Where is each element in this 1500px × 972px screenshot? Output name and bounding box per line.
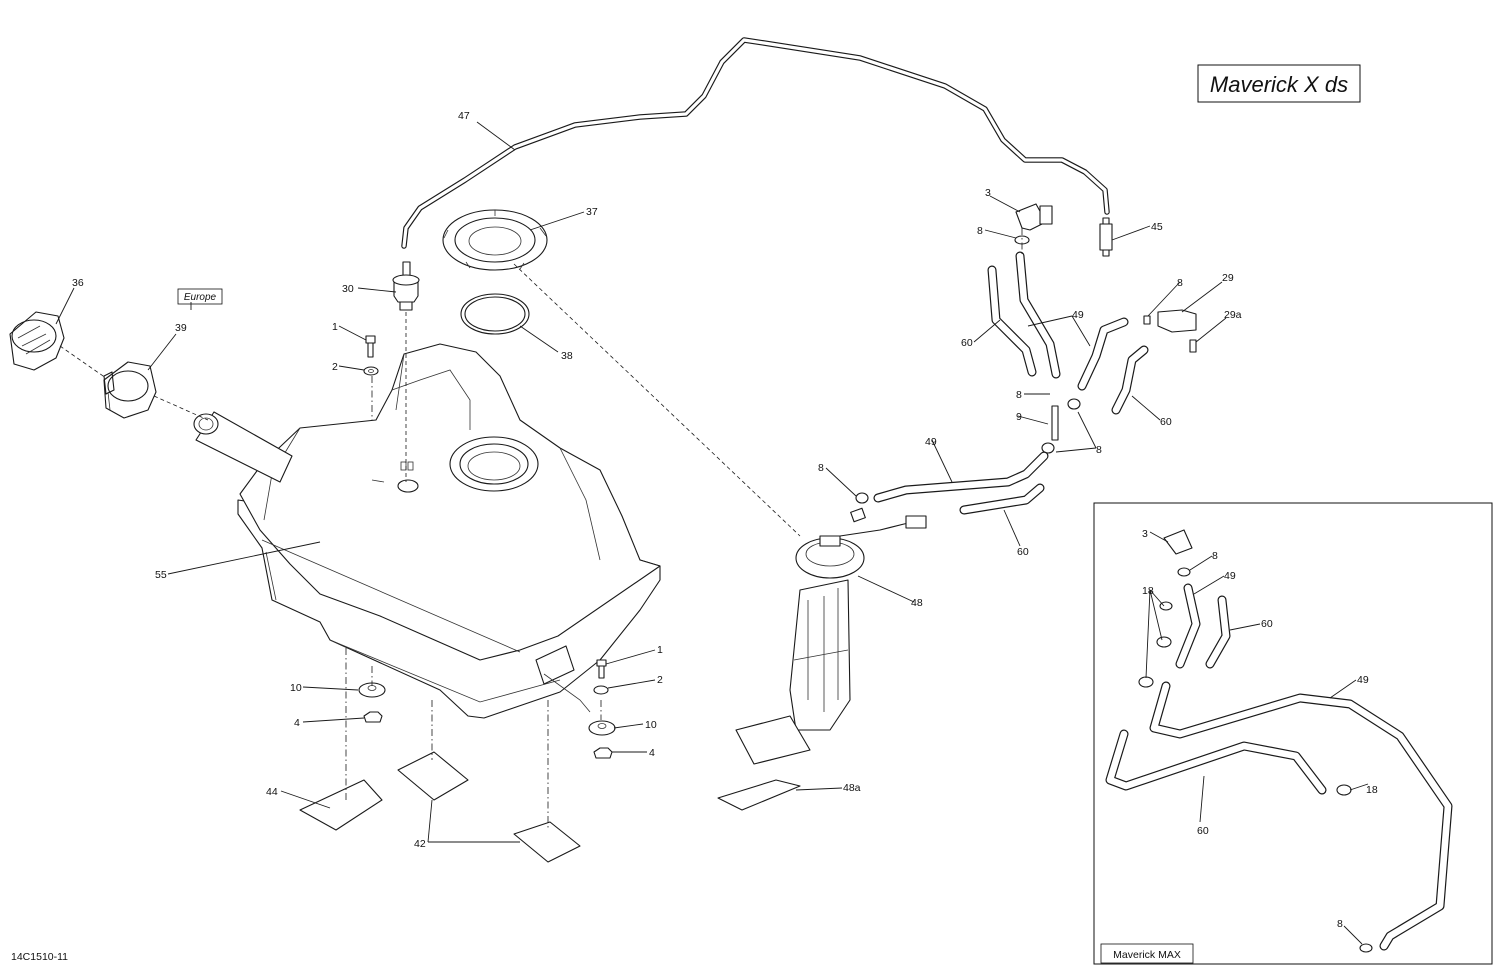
hose-49-mid <box>1077 317 1129 391</box>
pad-44 <box>299 779 383 831</box>
callout-4-right: 4 <box>649 747 655 759</box>
locking-ring-37 <box>442 209 548 271</box>
callout-9: 9 <box>1016 411 1022 423</box>
inset-callout-8-bottom: 8 <box>1337 918 1343 930</box>
callout-10-left: 10 <box>290 682 302 694</box>
callout-44: 44 <box>266 786 278 798</box>
callout-48: 48 <box>911 597 923 609</box>
inset-callout-49-long: 49 <box>1357 674 1369 686</box>
callout-45: 45 <box>1151 221 1163 233</box>
clamp-8-mid <box>1067 398 1081 410</box>
callout-1-right: 1 <box>657 644 663 656</box>
clamp-8-right <box>1143 315 1151 325</box>
inset-callout-60-long: 60 <box>1197 825 1209 837</box>
inset-clamp-18-right <box>1336 784 1352 796</box>
hose-49-top <box>1015 251 1061 379</box>
inset-elbow-3 <box>1163 529 1193 555</box>
callout-1-left: 1 <box>332 321 338 333</box>
inset-clamp-8-bottom <box>1359 943 1373 953</box>
fuel-filter-48a <box>717 779 801 811</box>
inset-callout-49-top: 49 <box>1224 570 1236 582</box>
inset-label-box: Maverick MAX <box>1100 943 1194 964</box>
callout-38: 38 <box>561 350 573 362</box>
o-ring-38 <box>460 293 530 335</box>
pad-42-upper <box>397 751 469 801</box>
check-valve-45 <box>1099 217 1113 257</box>
callout-10-right: 10 <box>645 719 657 731</box>
region-label: Europe <box>184 292 217 303</box>
fitting-29a <box>1189 339 1197 353</box>
connector-9 <box>1041 405 1059 454</box>
model-title: Maverick X ds <box>1210 72 1348 97</box>
callout-48a: 48a <box>843 782 861 794</box>
callout-55: 55 <box>155 569 167 581</box>
washer-2-right <box>593 685 609 695</box>
fuel-tank-55 <box>193 343 661 719</box>
callout-60-right: 60 <box>1160 416 1172 428</box>
callout-8-pump: 8 <box>818 462 824 474</box>
inset-callout-18-left: 18 <box>1142 585 1154 597</box>
inset-callout-60-top: 60 <box>1261 618 1273 630</box>
fuel-cap-36 <box>9 311 65 371</box>
callout-39: 39 <box>175 322 187 334</box>
callout-8-top: 8 <box>977 225 983 237</box>
callout-3: 3 <box>985 187 991 199</box>
hose-60-right <box>1111 345 1149 415</box>
pad-42-lower <box>513 821 581 863</box>
grommet-10-right <box>588 720 616 736</box>
callout-8-right: 8 <box>1177 277 1183 289</box>
inset-label: Maverick MAX <box>1113 949 1181 961</box>
inset-hose-49-long <box>1149 681 1453 951</box>
drawing-number: 14C1510-11 <box>11 951 68 963</box>
callout-4-left: 4 <box>294 717 300 729</box>
vent-tube-47 <box>401 37 1110 249</box>
callout-30: 30 <box>342 283 354 295</box>
hose-60-lower <box>959 483 1045 515</box>
model-title-box: Maverick X ds <box>1197 64 1361 103</box>
europe-label-box: Europe <box>177 288 223 305</box>
callout-numbers: 47 37 30 38 36 39 1 2 55 10 4 1 2 10 4 4… <box>72 110 1378 930</box>
elbow-fitting-3 <box>1015 203 1053 231</box>
bolt-1-left <box>365 335 376 358</box>
callout-60-top: 60 <box>961 337 973 349</box>
callout-8-mid: 8 <box>1016 389 1022 401</box>
assembly-lines <box>59 228 1023 830</box>
leader-lines <box>55 121 1369 945</box>
inset-callout-3: 3 <box>1142 528 1148 540</box>
callout-29a: 29a <box>1224 309 1242 321</box>
callout-2-left: 2 <box>332 361 338 373</box>
washer-2-left <box>363 366 379 376</box>
callout-49-lower: 49 <box>925 436 937 448</box>
callout-47: 47 <box>458 110 470 122</box>
nut-4-right <box>593 747 613 759</box>
rollover-valve-30 <box>392 261 420 311</box>
inset-callout-8-top: 8 <box>1212 550 1218 562</box>
hose-60-top <box>987 265 1037 377</box>
fitting-29 <box>1157 309 1197 333</box>
callout-36: 36 <box>72 277 84 289</box>
callout-37: 37 <box>586 206 598 218</box>
maverick-max-inset: Maverick MAX <box>1093 502 1493 965</box>
inset-hose-60-long <box>1105 729 1327 795</box>
callout-29: 29 <box>1222 272 1234 284</box>
inset-callout-18-right: 18 <box>1366 784 1378 796</box>
hose-49-lower <box>873 451 1049 503</box>
callout-2-right: 2 <box>657 674 663 686</box>
fuel-pump-48 <box>735 507 927 765</box>
callout-60-lower: 60 <box>1017 546 1029 558</box>
bolt-1-right <box>596 659 607 679</box>
inset-clamps-18 <box>1138 601 1173 688</box>
locking-fuel-cap-39 <box>103 361 157 419</box>
inset-clamp-8 <box>1177 567 1191 577</box>
inset-hose-49-short <box>1175 583 1201 669</box>
inset-hose-60-short <box>1205 595 1231 669</box>
callout-49-top: 49 <box>1072 309 1084 321</box>
callout-8-lower: 8 <box>1096 444 1102 456</box>
callout-42: 42 <box>414 838 426 850</box>
clamp-8-pump <box>855 492 869 504</box>
nut-4-left <box>363 711 383 723</box>
